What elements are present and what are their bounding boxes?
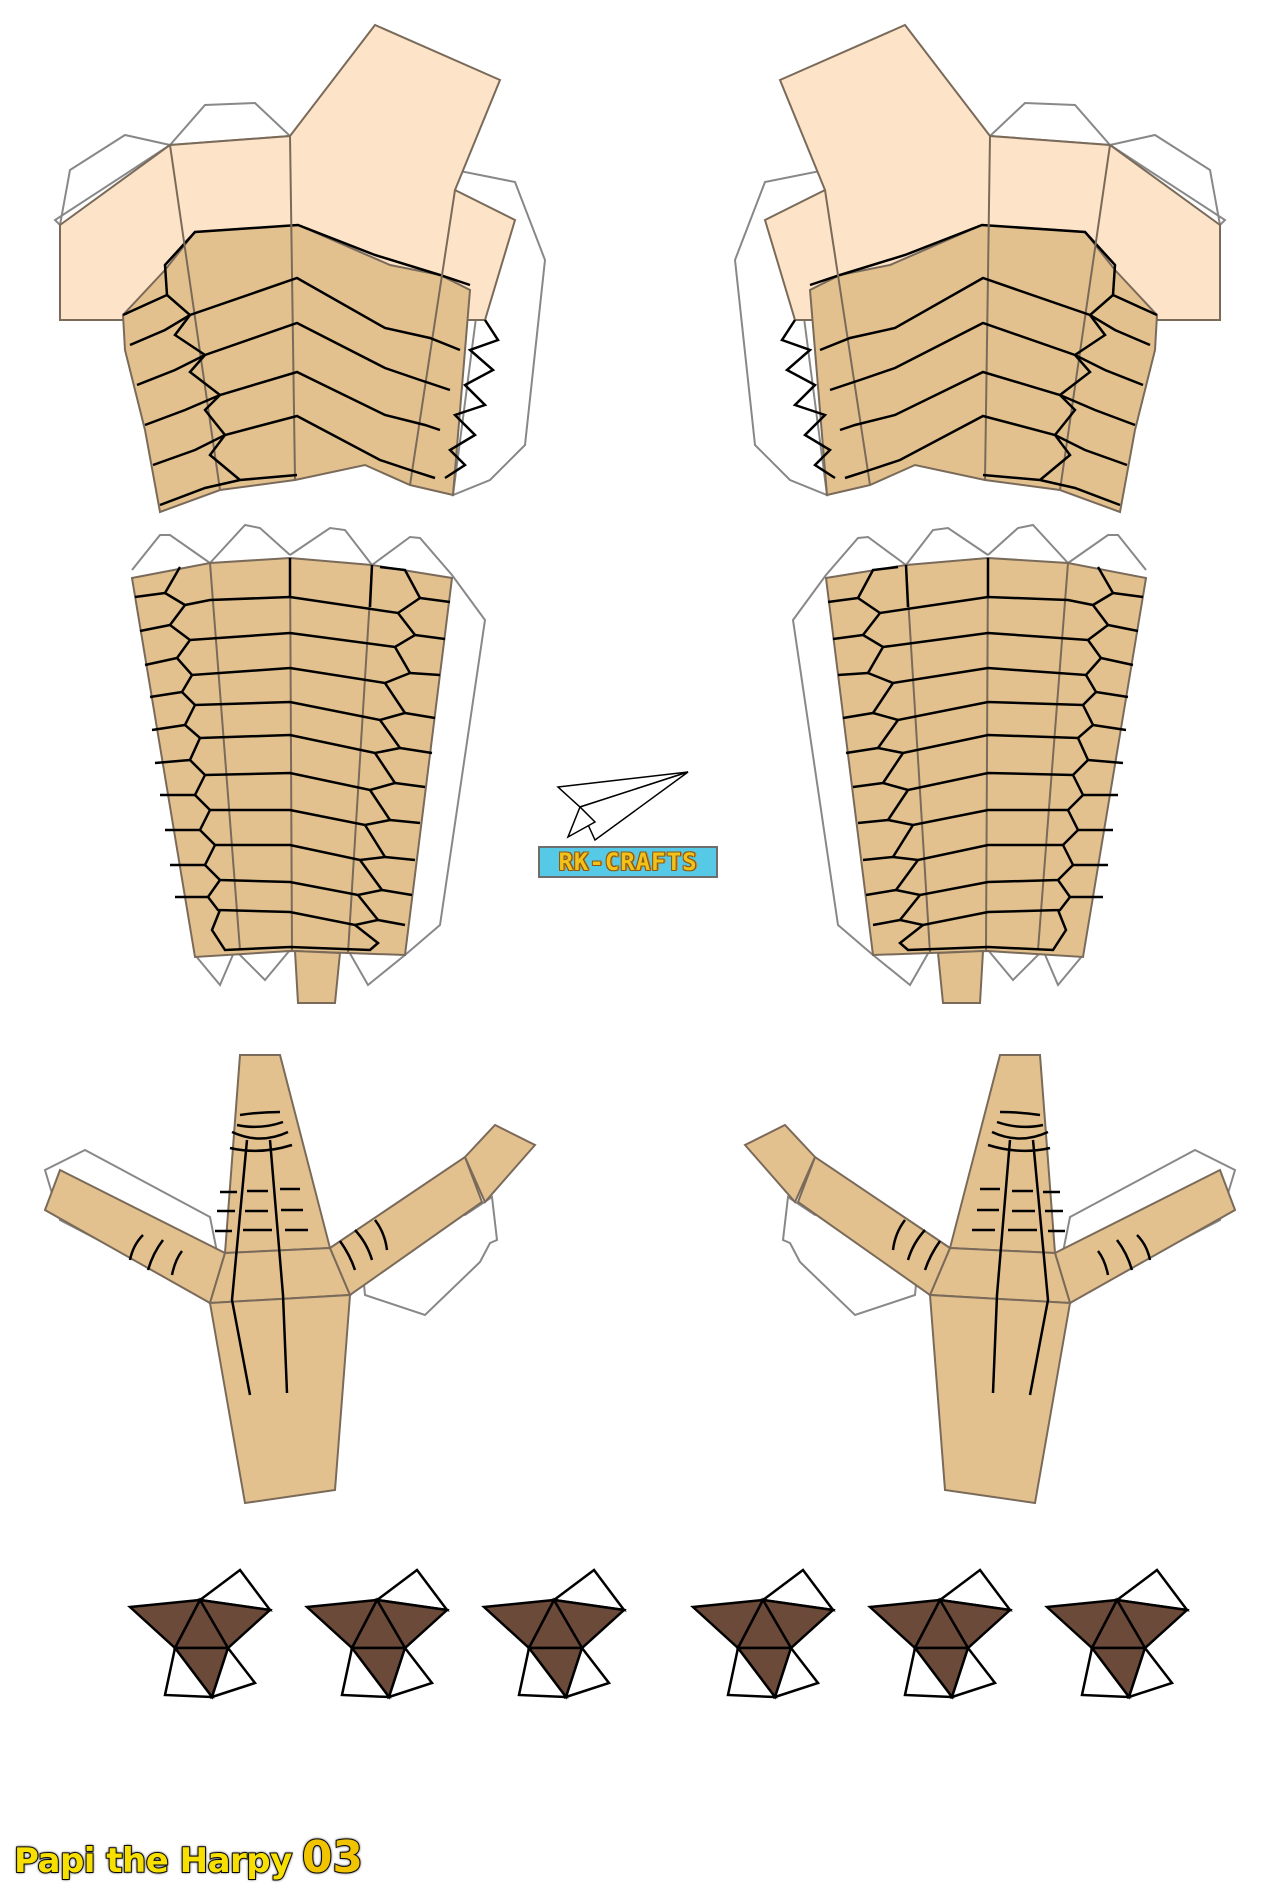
sheet-number: 03	[301, 1831, 364, 1884]
talon-2	[305, 1568, 449, 1699]
talon-6	[1045, 1568, 1189, 1699]
talon-5	[868, 1568, 1012, 1699]
foot-right	[743, 1053, 1237, 1505]
title-text: Papi the Harpy	[13, 1840, 293, 1882]
talon-4	[691, 1568, 835, 1699]
rk-crafts-logo: RK-CRAFTS	[538, 846, 718, 878]
logo-text: RK-CRAFTS	[558, 848, 698, 876]
upper-leg-left	[53, 23, 547, 514]
lower-leg-right	[791, 523, 1148, 1005]
talon-3	[482, 1568, 626, 1699]
lower-leg-left	[130, 523, 487, 1005]
talon-1	[128, 1568, 272, 1699]
page-title: Papi the Harpy 03	[13, 1831, 364, 1884]
foot-left	[43, 1053, 537, 1505]
paper-plane-icon	[556, 771, 689, 842]
upper-leg-right	[733, 23, 1227, 514]
